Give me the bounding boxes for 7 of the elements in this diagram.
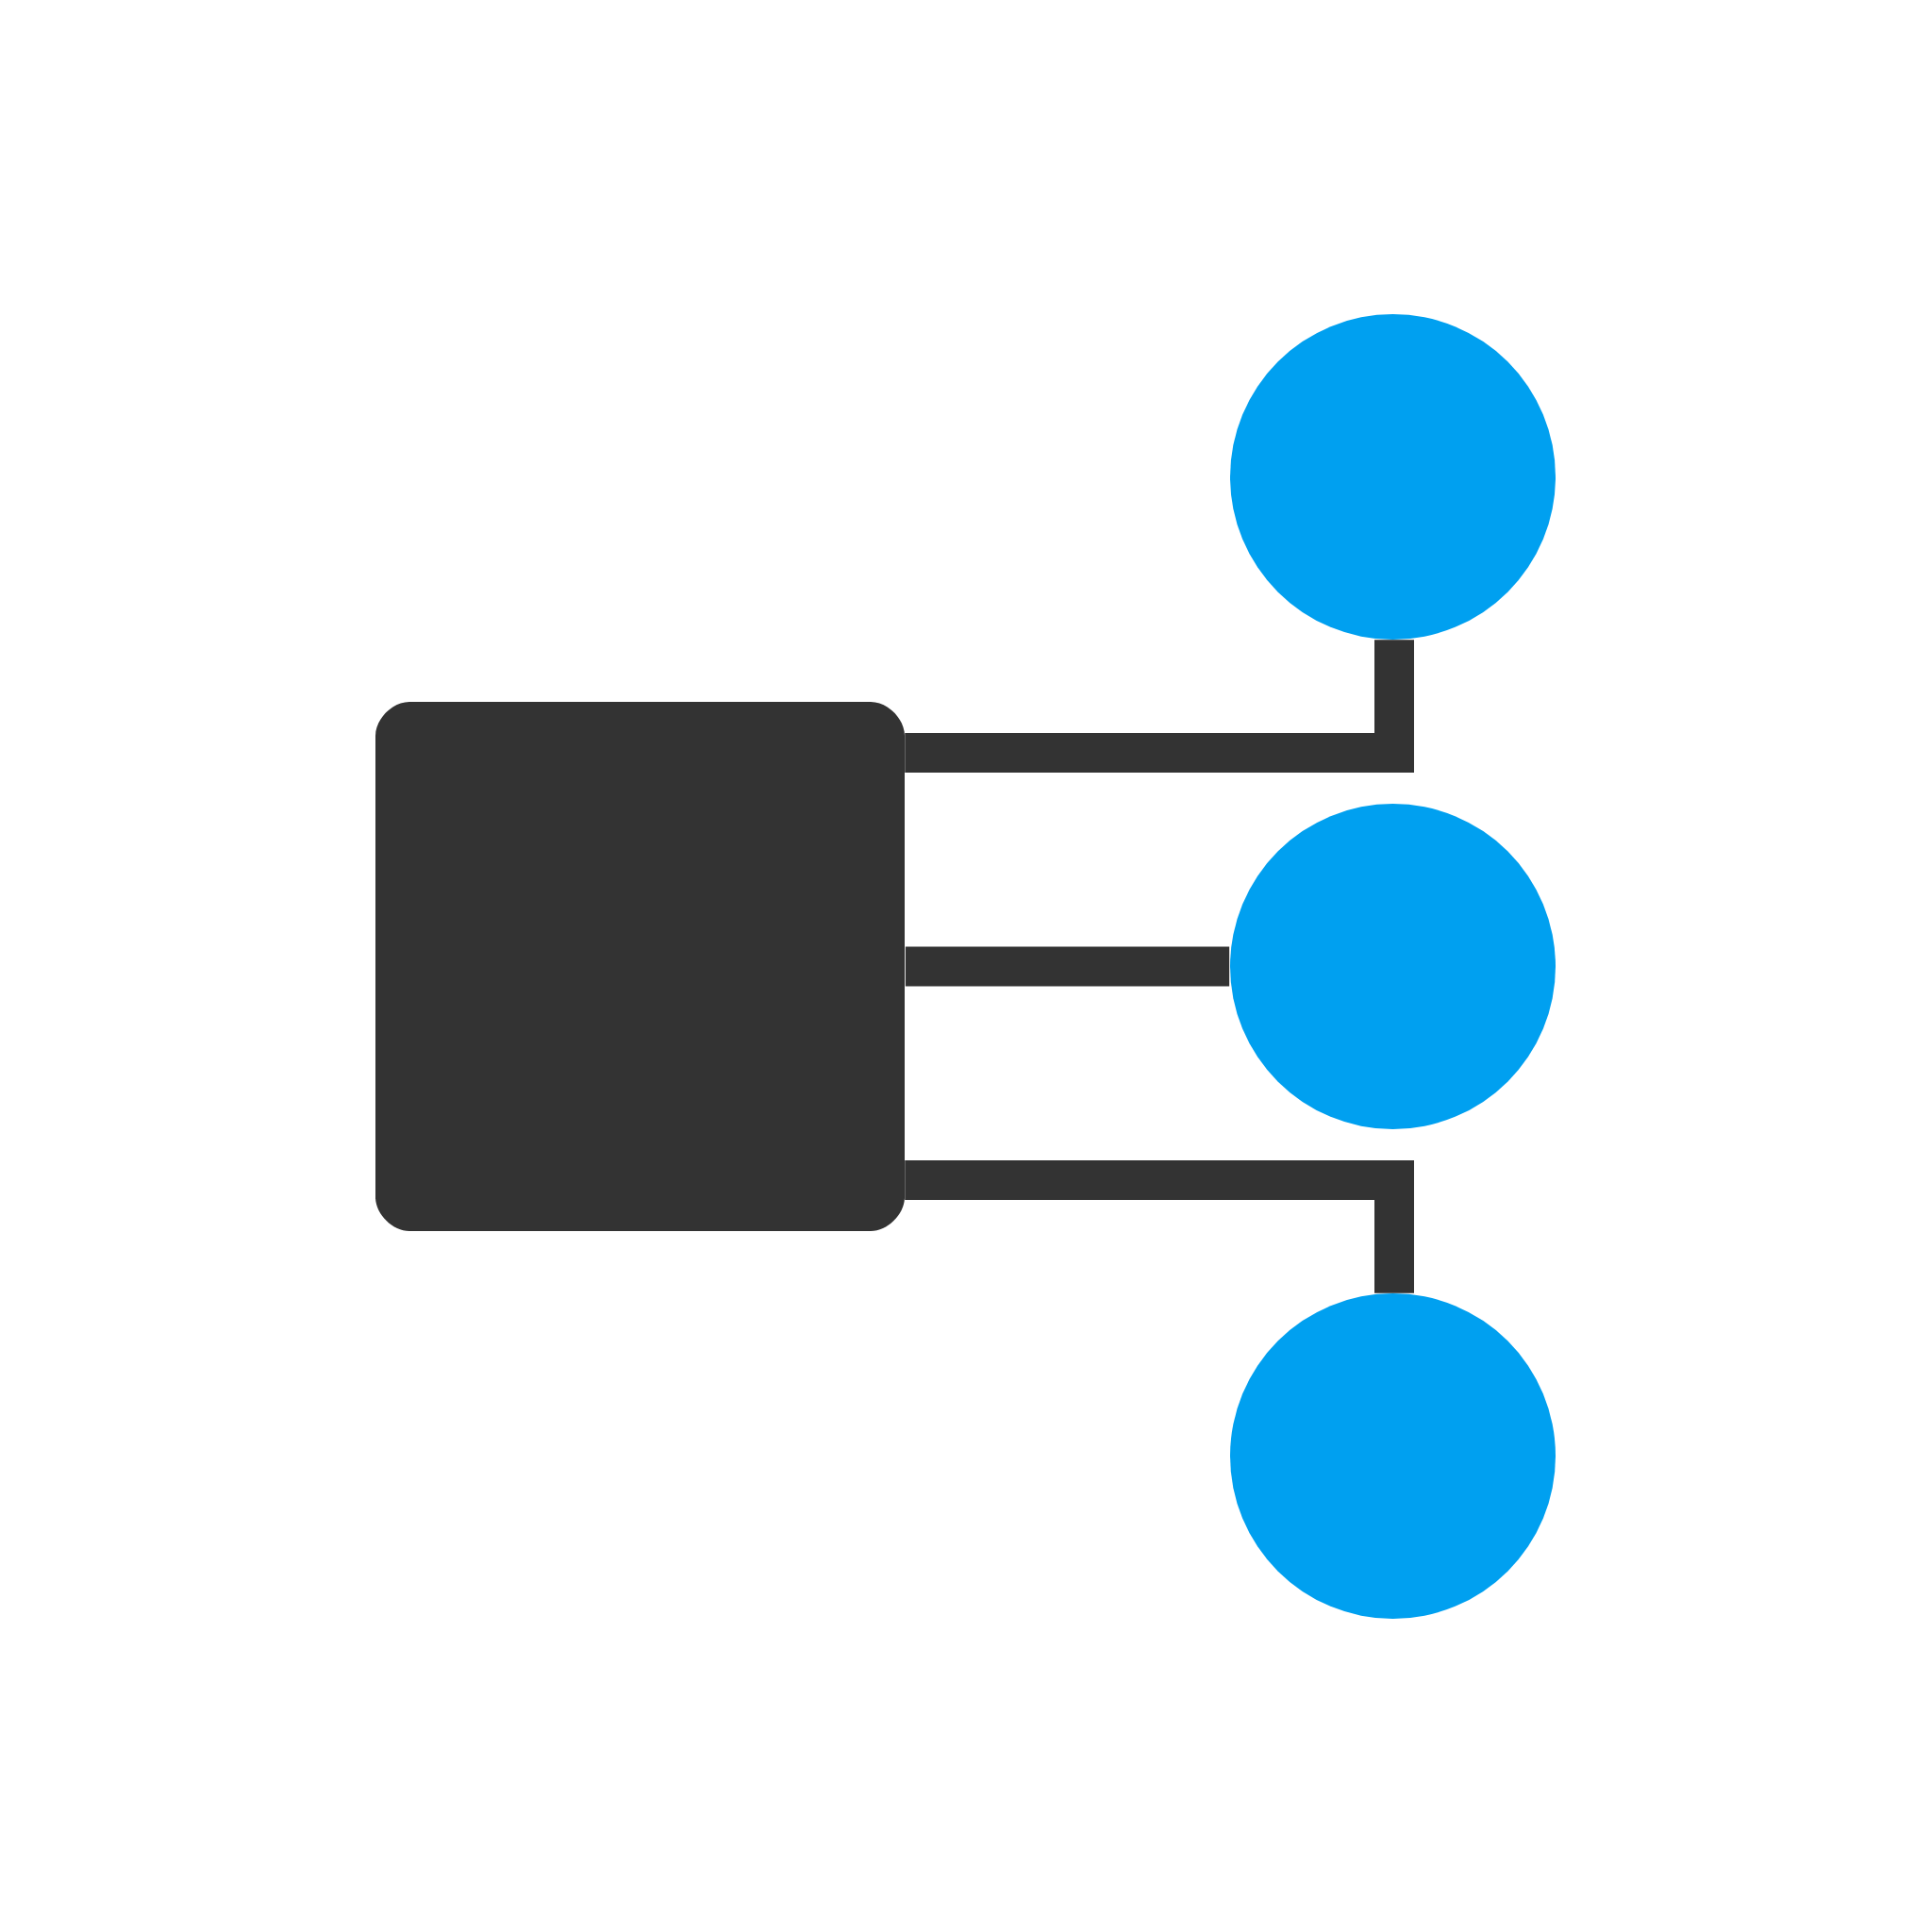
node-circle <box>1230 313 1556 640</box>
node-box <box>375 701 905 1231</box>
node-circle <box>1230 1292 1556 1619</box>
connector <box>905 946 1230 986</box>
connector <box>905 1159 1414 1293</box>
connector <box>905 639 1414 773</box>
node-circle <box>1230 803 1556 1129</box>
